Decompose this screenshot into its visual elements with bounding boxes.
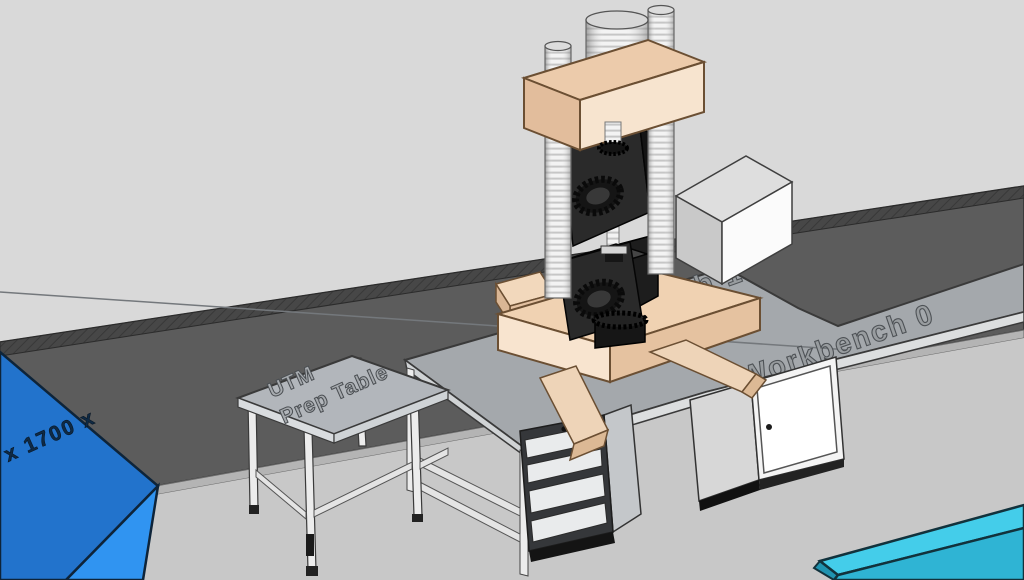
prep-table-foot-right	[412, 514, 423, 522]
cyan-box-front-face	[832, 526, 1024, 580]
specimen-nut	[605, 254, 623, 262]
blue-box-top-face	[0, 350, 160, 580]
prep-table-edge-right	[333, 389, 449, 444]
drawer-3[interactable]	[528, 473, 606, 514]
door-cabinet-base-left	[699, 480, 760, 511]
right-column-top	[647, 4, 675, 16]
specimen-flange	[600, 245, 628, 255]
prep-table-foot-front	[306, 566, 318, 576]
prep-table-brace-front	[313, 461, 413, 518]
blue-box[interactable]: x 1700 x	[0, 350, 160, 580]
drawer-4[interactable]	[530, 502, 608, 543]
lower-ring-hole	[587, 290, 611, 308]
cyan-box-top-face	[817, 503, 1024, 577]
lower-grip[interactable]	[555, 233, 659, 349]
prep-table-brace-left	[255, 468, 307, 521]
knurled-knob	[597, 140, 629, 156]
door-cabinet-left-face	[689, 381, 760, 503]
cabinet-door-knob[interactable]	[766, 424, 772, 430]
prep-table-brace-right	[419, 447, 449, 470]
base-leg-front-right-tip	[740, 373, 768, 399]
cabinet-door[interactable]	[756, 365, 838, 474]
upper-ring-hole	[586, 187, 610, 205]
prep-table-leg-label	[306, 534, 314, 556]
prep-table-foot-left	[249, 505, 259, 514]
white-box-front-face	[721, 180, 793, 286]
base-leg-front-left-tip	[568, 428, 610, 462]
cyan-box[interactable]	[812, 503, 1024, 580]
lower-knurl-base-teeth	[591, 310, 649, 330]
door-cabinet-base-front	[759, 459, 844, 490]
utm-machine[interactable]	[494, 4, 768, 462]
door-cabinet[interactable]	[689, 356, 845, 511]
lead-screw-top	[585, 10, 649, 30]
drawer-cabinet-base	[529, 532, 615, 562]
white-box[interactable]	[674, 155, 794, 286]
left-column-top	[544, 40, 572, 52]
prep-table-leg-left	[247, 399, 259, 509]
grip-coupling-knob	[597, 121, 629, 156]
blue-box-right-face	[64, 482, 160, 580]
